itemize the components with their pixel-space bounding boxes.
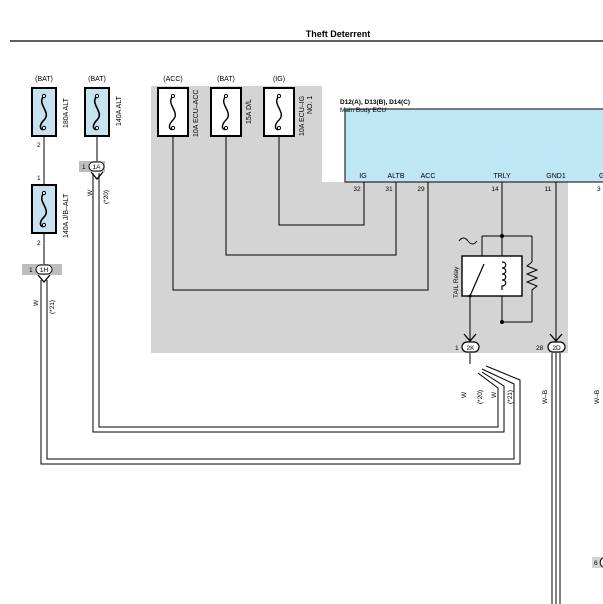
connector-arrow-icon — [37, 274, 51, 283]
fuse-dl-label: 15A D/L — [246, 99, 253, 124]
pin-31: 31 — [385, 186, 393, 193]
connector-1h-code: 1H — [40, 267, 49, 274]
pin-14: 14 — [491, 186, 499, 193]
connector-right-edge: 6 — [592, 557, 603, 568]
wire-dl — [225, 136, 397, 256]
fuse-180a-pin: 2 — [37, 142, 41, 149]
terminal-cut: G — [599, 173, 603, 180]
wire-1a-route-inner — [98, 173, 499, 428]
tail-relay: TAIL Relay — [453, 237, 523, 298]
connector-2d-pin: 28 — [536, 345, 544, 352]
fuse-ecu-ig-source: (IG) — [273, 76, 285, 83]
fuse-140a-label: 140A ALT — [116, 95, 123, 126]
wire-1a-note: (*20) — [103, 190, 110, 204]
connector-1h-pin: 1 — [29, 267, 33, 274]
fuse-140a-source: (BAT) — [88, 76, 106, 83]
wire-ecu-acc — [172, 136, 429, 291]
connector-right-pin: 6 — [594, 560, 598, 567]
wire-2d-color: W–B — [542, 390, 549, 404]
connector-2d: 28 2D — [536, 333, 566, 353]
fuse-10a-ecu-ig: (IG) 10A ECU–IG NO. 1 — [263, 76, 314, 137]
connector-1a-code: 1A — [93, 164, 102, 171]
pin-cut: 3 — [597, 186, 601, 193]
junction-dot — [500, 234, 504, 238]
relay-label: TAIL Relay — [453, 266, 460, 298]
wire-1a-route-outer — [92, 173, 505, 433]
fuse-180a-label: 180A ALT — [63, 97, 70, 128]
resistor-icon — [525, 261, 539, 295]
wire-1h-route-outer — [40, 280, 521, 465]
connector-2k-code: 2K — [467, 345, 476, 352]
pin-32: 32 — [353, 186, 361, 193]
wires — [40, 136, 561, 604]
fuse-140jb-label: 140A J/B–ALT — [63, 193, 70, 238]
fuse-140a-alt: (BAT) 140A ALT — [84, 76, 123, 137]
terminal-ig: IG — [359, 173, 366, 180]
connector-2k: 1 2K — [455, 333, 480, 353]
relay-coil-icon — [501, 261, 507, 290]
fuse-ecu-ig-label-2: NO. 1 — [307, 96, 314, 114]
connector-2d-code: 2D — [552, 345, 561, 352]
wire-2k-color-a: W — [461, 391, 468, 398]
ecu-name: Main Body ECU — [340, 107, 387, 114]
wire-1h-route-inner — [46, 280, 515, 460]
connector-1a: 1 1A — [79, 161, 105, 180]
fuse-180a-alt: (BAT) 180A ALT 2 — [31, 76, 70, 149]
connector-arrow-icon — [463, 333, 477, 342]
terminal-gnd1: GND1 — [546, 173, 566, 180]
main-body-ecu-box — [344, 108, 603, 183]
fuse-dl-source: (BAT) — [217, 76, 235, 83]
wire-2k-color-b: W — [491, 391, 498, 398]
terminal-acc: ACC — [421, 173, 436, 180]
fuse-140a-jb-alt: 1 140A J/B–ALT 2 — [31, 175, 70, 247]
relay-switch-icon — [469, 263, 485, 297]
terminal-altb: ALTB — [388, 173, 405, 180]
connector-1h: 1 1H — [22, 264, 62, 283]
wire-1h-color: W — [33, 299, 40, 306]
fuse-140jb-pin-top: 1 — [37, 175, 41, 182]
connector-1a-pin: 1 — [82, 164, 86, 171]
pin-11: 11 — [545, 186, 552, 193]
fuse-ecu-acc-source: (ACC) — [163, 76, 182, 83]
fuse-ecu-ig-label-1: 10A ECU–IG — [299, 96, 306, 136]
wire-2k-note-b: (*21) — [507, 390, 514, 404]
wire-2k-note-a: (*20) — [477, 390, 484, 404]
wire-1h-note: (*21) — [49, 300, 56, 314]
fuse-15a-dl: (BAT) 15A D/L — [210, 76, 253, 137]
terminal-trly: TRLY — [493, 173, 511, 180]
connector-2k-pin: 1 — [455, 345, 459, 352]
connector-arrow-icon — [549, 333, 563, 342]
connector-arrow-icon — [90, 171, 104, 180]
wire-ecu-ig — [278, 136, 365, 226]
wire-right-color: W–B — [594, 390, 601, 404]
tilde-icon — [458, 237, 478, 245]
relay-box — [461, 255, 523, 297]
fuse-10a-ecu-acc: (ACC) 10A ECU–ACC — [157, 76, 200, 137]
fuse-140jb-pin-bottom: 2 — [37, 240, 41, 247]
fuse-ecu-acc-label: 10A ECU–ACC — [193, 90, 200, 137]
junction-dot — [500, 320, 504, 324]
ecu-code: D12(A), D13(B), D14(C) — [340, 99, 410, 106]
page-title: Theft Deterrent — [306, 29, 371, 39]
pin-29: 29 — [417, 186, 425, 193]
wire-1a-color: W — [87, 189, 94, 196]
fuse-180a-source: (BAT) — [35, 76, 53, 83]
